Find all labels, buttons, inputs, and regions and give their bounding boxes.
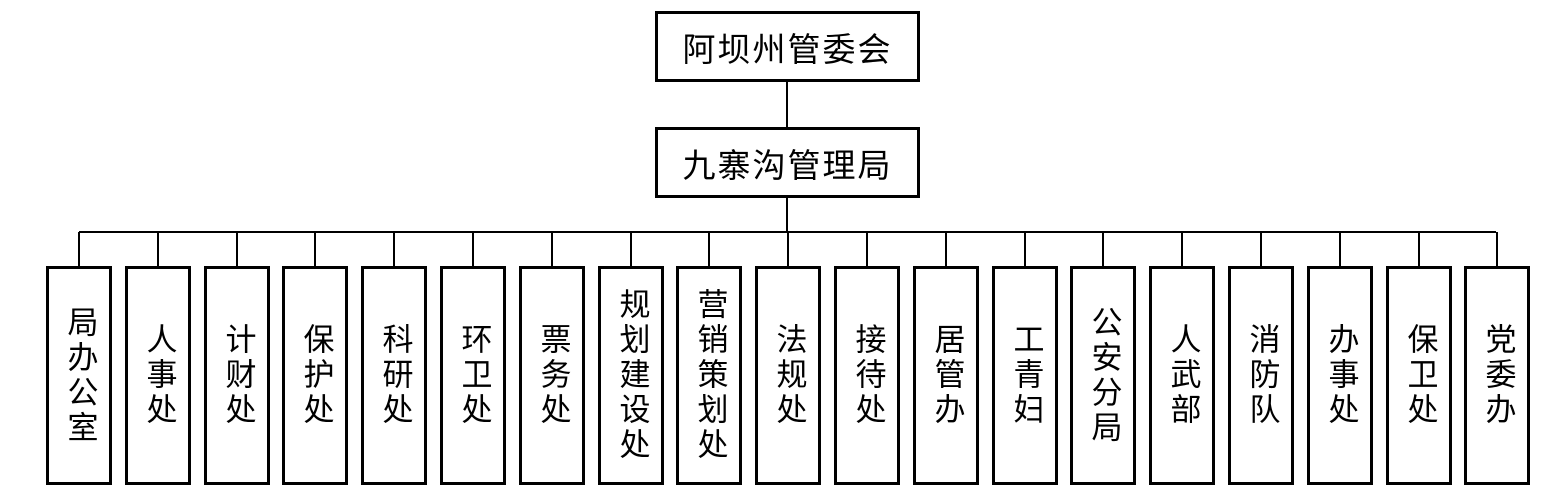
department-label: 保卫处 [1401,323,1438,428]
department-box: 科研处 [361,266,427,485]
department-label: 消防队 [1243,323,1280,428]
department-box: 票务处 [519,266,585,485]
department-label: 计财处 [219,323,256,428]
department-label: 局办公室 [61,305,98,446]
department-label: 接待处 [849,323,886,428]
department-box: 人武部 [1149,266,1215,485]
department-box: 办事处 [1307,266,1373,485]
department-box: 环卫处 [440,266,506,485]
department-box: 法规处 [755,266,821,485]
department-label: 公安分局 [1085,305,1122,446]
department-box: 保护处 [282,266,348,485]
department-box: 人事处 [125,266,191,485]
department-box: 消防队 [1228,266,1294,485]
department-label: 工青妇 [1007,323,1044,428]
department-box: 规划建设处 [598,266,664,485]
department-label: 科研处 [376,323,413,428]
department-box: 局办公室 [46,266,112,485]
department-label: 居管办 [928,323,965,428]
department-label: 环卫处 [455,323,492,428]
department-box: 公安分局 [1070,266,1136,485]
department-label: 人事处 [140,323,177,428]
department-box: 居管办 [913,266,979,485]
department-box: 保卫处 [1386,266,1452,485]
department-label: 党委办 [1479,323,1516,428]
bureau-node-label: 九寨沟管理局 [682,145,893,185]
department-label: 规划建设处 [613,288,650,463]
department-box: 党委办 [1464,266,1530,485]
bureau-node-box: 九寨沟管理局 [655,127,920,198]
root-node-label: 阿坝州管委会 [682,29,893,69]
department-box: 计财处 [204,266,270,485]
department-label: 营销策划处 [691,288,728,463]
department-label: 办事处 [1322,323,1359,428]
department-label: 人武部 [1164,323,1201,428]
department-label: 法规处 [770,323,807,428]
root-node-box: 阿坝州管委会 [655,11,920,82]
department-box: 工青妇 [992,266,1058,485]
department-label: 保护处 [297,323,334,428]
department-box: 营销策划处 [676,266,742,485]
department-label: 票务处 [534,323,571,428]
connector-drops [78,232,1498,266]
department-box: 接待处 [834,266,900,485]
